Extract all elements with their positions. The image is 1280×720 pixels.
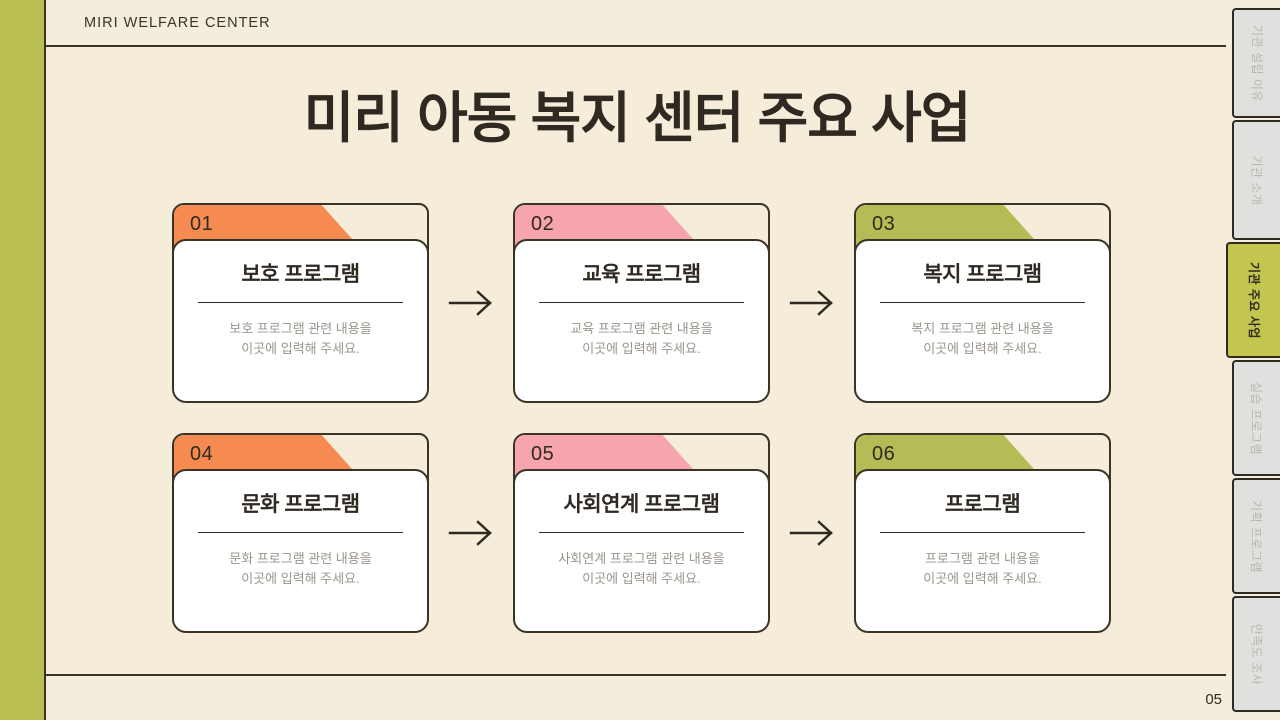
card-description: 복지 프로그램 관련 내용을 이곳에 입력해 주세요. [911,321,1054,357]
brand-title: MIRI WELFARE CENTER [84,14,271,31]
header-divider-rule [0,45,1226,47]
program-card[interactable]: 04 문화 프로그램 문화 프로그램 관련 내용을 이곳에 입력해 주세요. [172,433,429,633]
slide-header: MIRI WELFARE CENTER [46,0,1226,45]
card-title: 문화 프로그램 [241,493,360,516]
program-card[interactable]: 03 복지 프로그램 복지 프로그램 관련 내용을 이곳에 입력해 주세요. [854,203,1111,403]
folder-sheet: 프로그램 프로그램 관련 내용을 이곳에 입력해 주세요. [854,469,1111,633]
footer-divider-rule [0,674,1226,676]
card-divider [880,302,1085,304]
card-description: 사회연계 프로그램 관련 내용을 이곳에 입력해 주세요. [558,551,725,587]
folder-number: 06 [872,443,896,465]
card-divider [198,302,403,304]
sidebar-tab-label: 실습 프로그램 [1249,381,1264,455]
card-title: 복지 프로그램 [923,263,1042,286]
card-divider [198,532,403,534]
arrow-right-icon [770,203,854,403]
folder-number: 02 [531,213,555,235]
folder-number: 05 [531,443,555,465]
sidebar-tab-0[interactable]: 기관 설립 이유 [1232,8,1280,118]
card-title: 사회연계 프로그램 [563,493,720,516]
program-card[interactable]: 02 교육 프로그램 교육 프로그램 관련 내용을 이곳에 입력해 주세요. [513,203,770,403]
sidebar-tab-label: 기획 프로그램 [1249,499,1264,573]
program-card[interactable]: 01 보호 프로그램 보호 프로그램 관련 내용을 이곳에 입력해 주세요. [172,203,429,403]
card-divider [539,302,744,304]
sidebar-tab-label: 기관 설립 이유 [1249,24,1264,102]
sidebar-tab-1[interactable]: 기관 소개 [1232,120,1280,240]
card-title: 교육 프로그램 [582,263,701,286]
sidebar-tab-label: 만족도 조사 [1249,623,1264,685]
folder-number: 01 [190,213,214,235]
card-description: 문화 프로그램 관련 내용을 이곳에 입력해 주세요. [229,551,372,587]
section-tab-rail: 기관 설립 이유 기관 소개 기관 주요 사업 실습 프로그램 기획 프로그램 … [1226,0,1280,720]
program-card-grid: 01 보호 프로그램 보호 프로그램 관련 내용을 이곳에 입력해 주세요. [172,203,1111,633]
folder-sheet: 사회연계 프로그램 사회연계 프로그램 관련 내용을 이곳에 입력해 주세요. [513,469,770,633]
folder-sheet: 보호 프로그램 보호 프로그램 관련 내용을 이곳에 입력해 주세요. [172,239,429,403]
card-row-1: 01 보호 프로그램 보호 프로그램 관련 내용을 이곳에 입력해 주세요. [172,203,1111,403]
card-title: 프로그램 [944,493,1021,516]
card-description: 프로그램 관련 내용을 이곳에 입력해 주세요. [923,551,1042,587]
page-number: 05 [1205,691,1222,708]
folder-sheet: 교육 프로그램 교육 프로그램 관련 내용을 이곳에 입력해 주세요. [513,239,770,403]
folder-number: 04 [190,443,214,465]
sidebar-tab-4[interactable]: 기획 프로그램 [1232,478,1280,594]
program-card[interactable]: 05 사회연계 프로그램 사회연계 프로그램 관련 내용을 이곳에 입력해 주세… [513,433,770,633]
sidebar-tab-3[interactable]: 실습 프로그램 [1232,360,1280,476]
card-title: 보호 프로그램 [241,263,360,286]
card-description: 보호 프로그램 관련 내용을 이곳에 입력해 주세요. [229,321,372,357]
card-divider [880,532,1085,534]
card-row-2: 04 문화 프로그램 문화 프로그램 관련 내용을 이곳에 입력해 주세요. [172,433,1111,633]
arrow-right-icon [770,433,854,633]
arrow-right-icon [429,433,513,633]
arrow-right-icon [429,203,513,403]
folder-sheet: 문화 프로그램 문화 프로그램 관련 내용을 이곳에 입력해 주세요. [172,469,429,633]
card-divider [539,532,744,534]
sidebar-tab-label: 기관 소개 [1249,155,1264,205]
program-card[interactable]: 06 프로그램 프로그램 관련 내용을 이곳에 입력해 주세요. [854,433,1111,633]
page-title: 미리 아동 복지 센터 주요 사업 [303,87,972,149]
sidebar-tab-2-active[interactable]: 기관 주요 사업 [1226,242,1280,358]
folder-number: 03 [872,213,896,235]
card-description: 교육 프로그램 관련 내용을 이곳에 입력해 주세요. [570,321,713,357]
sidebar-tab-5[interactable]: 만족도 조사 [1232,596,1280,712]
left-accent-rail [0,0,46,720]
folder-sheet: 복지 프로그램 복지 프로그램 관련 내용을 이곳에 입력해 주세요. [854,239,1111,403]
sidebar-tab-label: 기관 주요 사업 [1246,261,1261,339]
